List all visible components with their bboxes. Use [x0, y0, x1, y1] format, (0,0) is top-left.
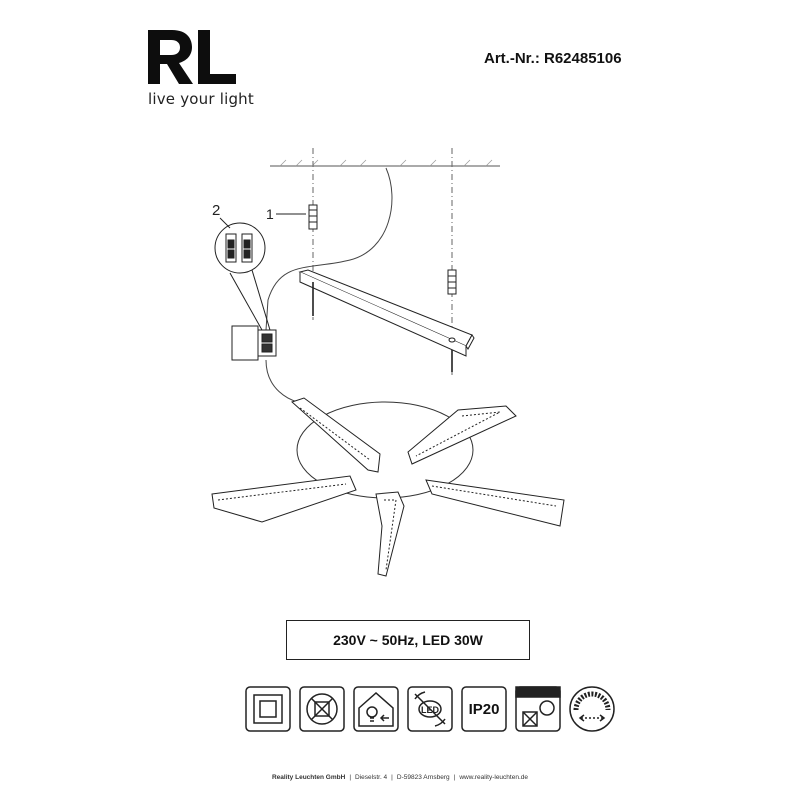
- crystal-arm-top-right: [407, 405, 517, 465]
- indoor-use-icon: [351, 684, 401, 734]
- footer-company: Reality Leuchten GmbH: [271, 774, 346, 781]
- footer-city: D-59823 Arnsberg: [396, 774, 450, 781]
- ip-rating-icon: IP20: [459, 684, 509, 734]
- junction-box: [231, 325, 277, 361]
- footer-street: Dieselstr. 4: [355, 774, 388, 781]
- crystal-arm-top-left: [291, 397, 381, 473]
- no-bathroom-icon: [297, 684, 347, 734]
- callout-2-leader: [219, 217, 231, 229]
- crystal-arm-bottom: [375, 491, 405, 577]
- article-number: Art.-Nr.: R62485106: [484, 50, 622, 67]
- footer-website[interactable]: www.reality-leuchten.de: [459, 774, 528, 781]
- electrical-spec: 230V ~ 50Hz, LED 30W: [286, 620, 530, 660]
- supply-cable: [265, 167, 393, 331]
- spec-text: 230V ~ 50Hz, LED 30W: [333, 632, 483, 648]
- dimmable-icon: [567, 684, 617, 734]
- wall-plug-right: [447, 269, 457, 295]
- crystal-arm-right: [425, 479, 565, 527]
- protection-class-2-icon: [243, 684, 293, 734]
- lamp-cable: [265, 359, 299, 403]
- footer-address: Reality Leuchten GmbH|Dieselstr. 4|D-598…: [271, 774, 528, 781]
- brand-logo: live your light: [146, 26, 254, 108]
- ceiling-mount-icon: [513, 684, 563, 734]
- crystal-arm-left: [211, 475, 357, 523]
- ceiling-hatch: [279, 159, 493, 167]
- led-not-replaceable-icon: LED: [405, 684, 455, 734]
- callout-2-label: 2: [212, 202, 220, 219]
- certification-icons: LED IP20: [243, 684, 617, 734]
- mounting-bracket: [298, 269, 475, 357]
- installation-drawing: 1 2: [211, 148, 565, 577]
- callout-1-label: 1: [266, 206, 274, 222]
- wall-plug-left: [308, 204, 318, 230]
- terminal-detail: [214, 222, 271, 331]
- rl-logo-mark: [148, 30, 236, 84]
- ip-rating-label: IP20: [468, 700, 500, 718]
- brand-tagline: live your light: [148, 90, 254, 108]
